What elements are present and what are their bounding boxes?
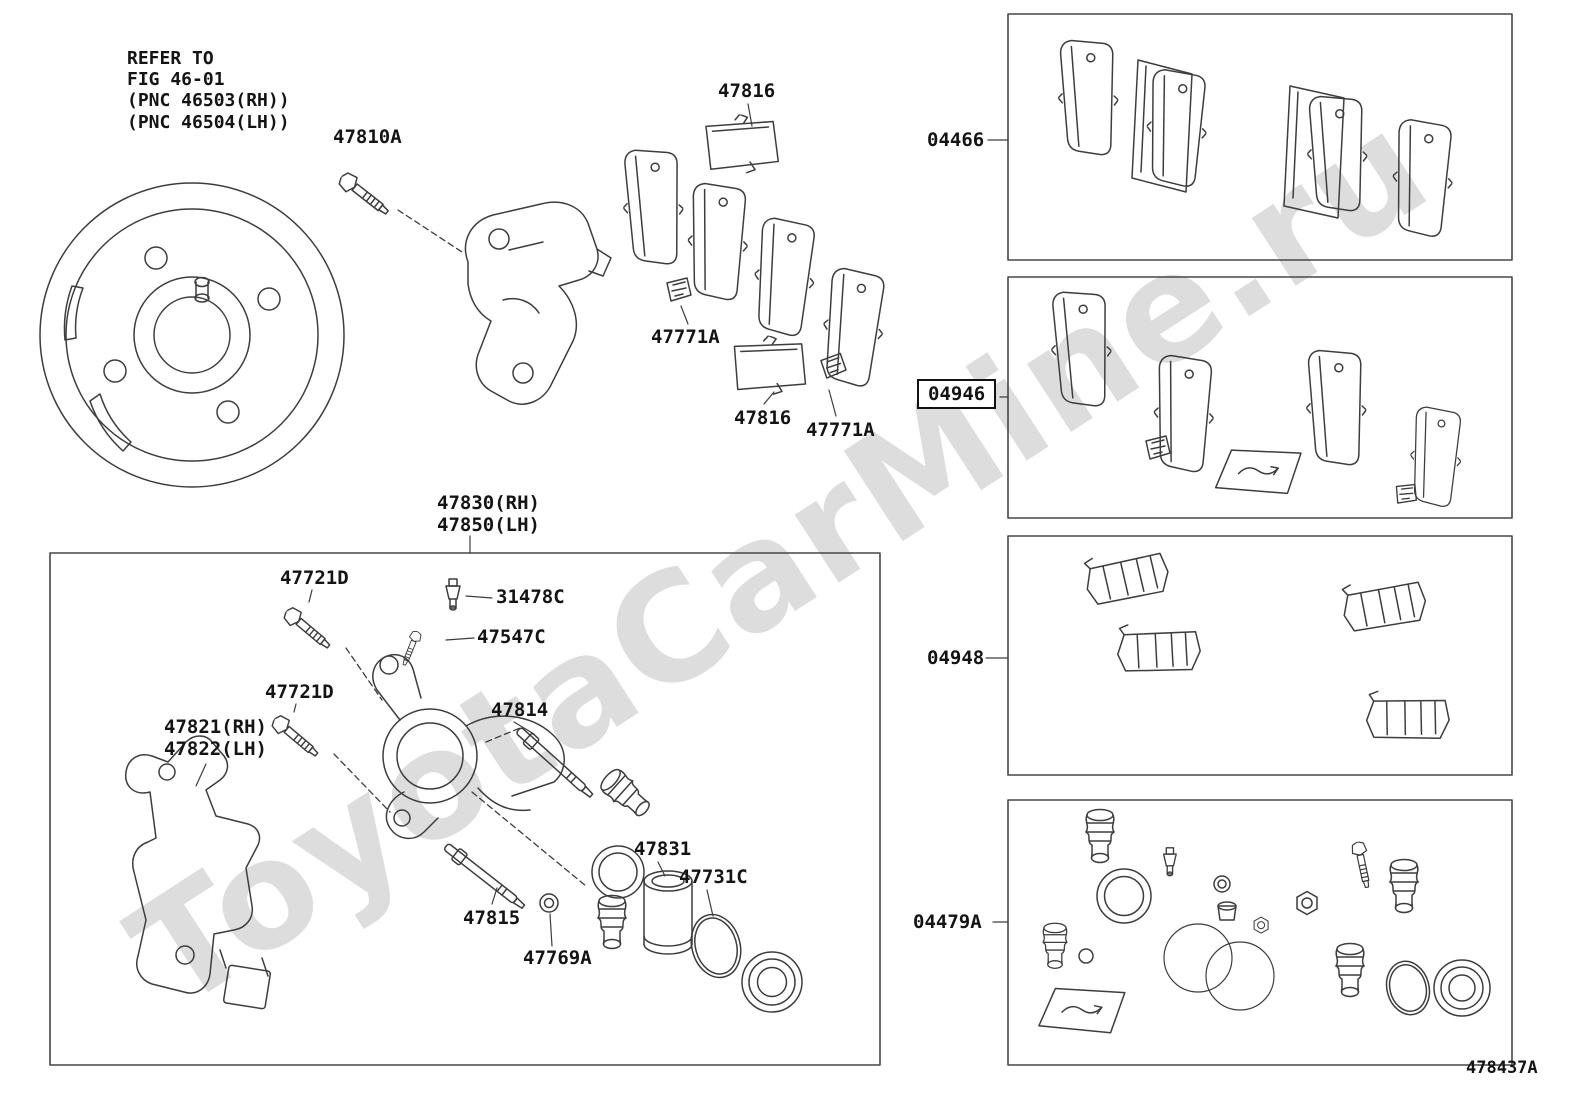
brake-pad-drawing	[1389, 118, 1456, 238]
part-label-47815[interactable]: 47815	[463, 907, 521, 929]
caliper-bracket-top-drawing	[464, 201, 612, 405]
bolt-drawing	[334, 168, 394, 221]
part-label-47769a[interactable]: 47769A	[523, 947, 592, 969]
leader-lines	[195, 103, 1009, 947]
cylinder-boot-drawing	[597, 894, 627, 950]
part-label-47731c[interactable]: 47731C	[679, 866, 748, 888]
part-label-47816-upper[interactable]: 47816	[718, 80, 776, 102]
dust-cover-drawing	[39, 182, 345, 488]
part-label-47814[interactable]: 47814	[491, 699, 549, 721]
brake-pad-drawing	[1143, 68, 1210, 188]
bolt-drawing	[280, 603, 335, 654]
part-label-47830-47850[interactable]: 47830(RH) 47850(LH)	[437, 492, 540, 537]
kit-box-04466	[1007, 13, 1513, 261]
kit-label-04946-selected[interactable]: 04946	[917, 379, 997, 409]
fitting-clip-drawing	[1115, 623, 1203, 677]
part-label-47816-lower[interactable]: 47816	[734, 407, 792, 429]
boot-drawing	[1042, 922, 1068, 969]
brake-pad-drawing	[685, 182, 750, 301]
pin-boot-drawing	[596, 764, 657, 823]
part-label-47771a-lower[interactable]: 47771A	[806, 419, 875, 441]
part-label-47831[interactable]: 47831	[634, 838, 692, 860]
figure-code: 478437A	[1466, 1058, 1538, 1078]
bolt-drawing	[268, 711, 323, 762]
kit-label-04466[interactable]: 04466	[927, 129, 985, 151]
brake-pad-drawing	[1305, 94, 1370, 213]
kit-04466-drawing	[1056, 38, 1456, 238]
fitting-drawing	[398, 628, 424, 668]
bleeder-plug-drawing	[1162, 847, 1177, 877]
kit-04479a-drawing	[1035, 808, 1491, 1039]
dashed-assembly-lines	[333, 209, 587, 887]
pad-clip-drawing	[819, 352, 848, 380]
boot-drawing	[1389, 858, 1419, 914]
bolt-47810a-drawing	[334, 168, 394, 221]
nut-drawing	[1253, 916, 1269, 934]
pad-shim-drawing	[700, 110, 785, 179]
part-label-47771a-upper[interactable]: 47771A	[651, 326, 720, 348]
brake-pad-drawing	[1151, 354, 1216, 473]
kit-label-04479a[interactable]: 04479A	[913, 911, 982, 933]
caliper-assembly-drawing	[125, 578, 803, 1013]
nut-drawing	[1296, 890, 1318, 916]
kit-04946-drawing	[1048, 289, 1465, 509]
grease-packet-drawing	[1211, 443, 1306, 501]
boot-drawing	[1335, 942, 1365, 998]
kit-04948-drawing	[1083, 550, 1453, 746]
bleeder-plug-drawing	[445, 578, 461, 611]
brake-pad-drawing	[748, 216, 820, 338]
part-label-47721d-upper[interactable]: 47721D	[280, 567, 349, 589]
pad-clip-drawing	[1145, 435, 1171, 460]
brake-pad-drawing	[1304, 348, 1369, 467]
brake-pads-top-drawing	[620, 110, 890, 401]
kit-box-04479a	[1007, 799, 1513, 1066]
brake-pad-drawing	[620, 147, 687, 267]
brake-pad-drawing	[1056, 38, 1121, 157]
kit-box-04948	[1007, 535, 1513, 776]
pad-clip-drawing	[666, 277, 692, 302]
refer-note: REFER TO FIG 46-01 (PNC 46503(RH)) (PNC …	[127, 48, 290, 133]
seal-ring-drawing	[1096, 868, 1152, 924]
pad-shim-drawing	[727, 330, 813, 401]
part-label-47821-47822[interactable]: 47821(RH) 47822(LH)	[164, 716, 267, 761]
part-label-47810a[interactable]: 47810A	[333, 126, 402, 148]
brake-pad-drawing	[1048, 289, 1115, 409]
fitting-clip-drawing	[1083, 550, 1172, 606]
part-label-47547c[interactable]: 47547C	[477, 626, 546, 648]
panel-boxes	[49, 13, 1513, 1066]
kit-label-04948[interactable]: 04948	[927, 647, 985, 669]
bolt-drawing	[1349, 840, 1375, 890]
boot-drawing	[1085, 808, 1115, 864]
brake-pad-drawing	[816, 266, 890, 389]
grease-packet-drawing	[1035, 982, 1129, 1039]
part-label-47721d-lower[interactable]: 47721D	[265, 681, 334, 703]
slide-pin-drawing	[440, 840, 529, 913]
fitting-clip-drawing	[1341, 579, 1428, 633]
caliper-assembly-box	[49, 552, 881, 1066]
fitting-clip-drawing	[1364, 689, 1453, 746]
part-label-31478c[interactable]: 31478C	[496, 586, 565, 608]
